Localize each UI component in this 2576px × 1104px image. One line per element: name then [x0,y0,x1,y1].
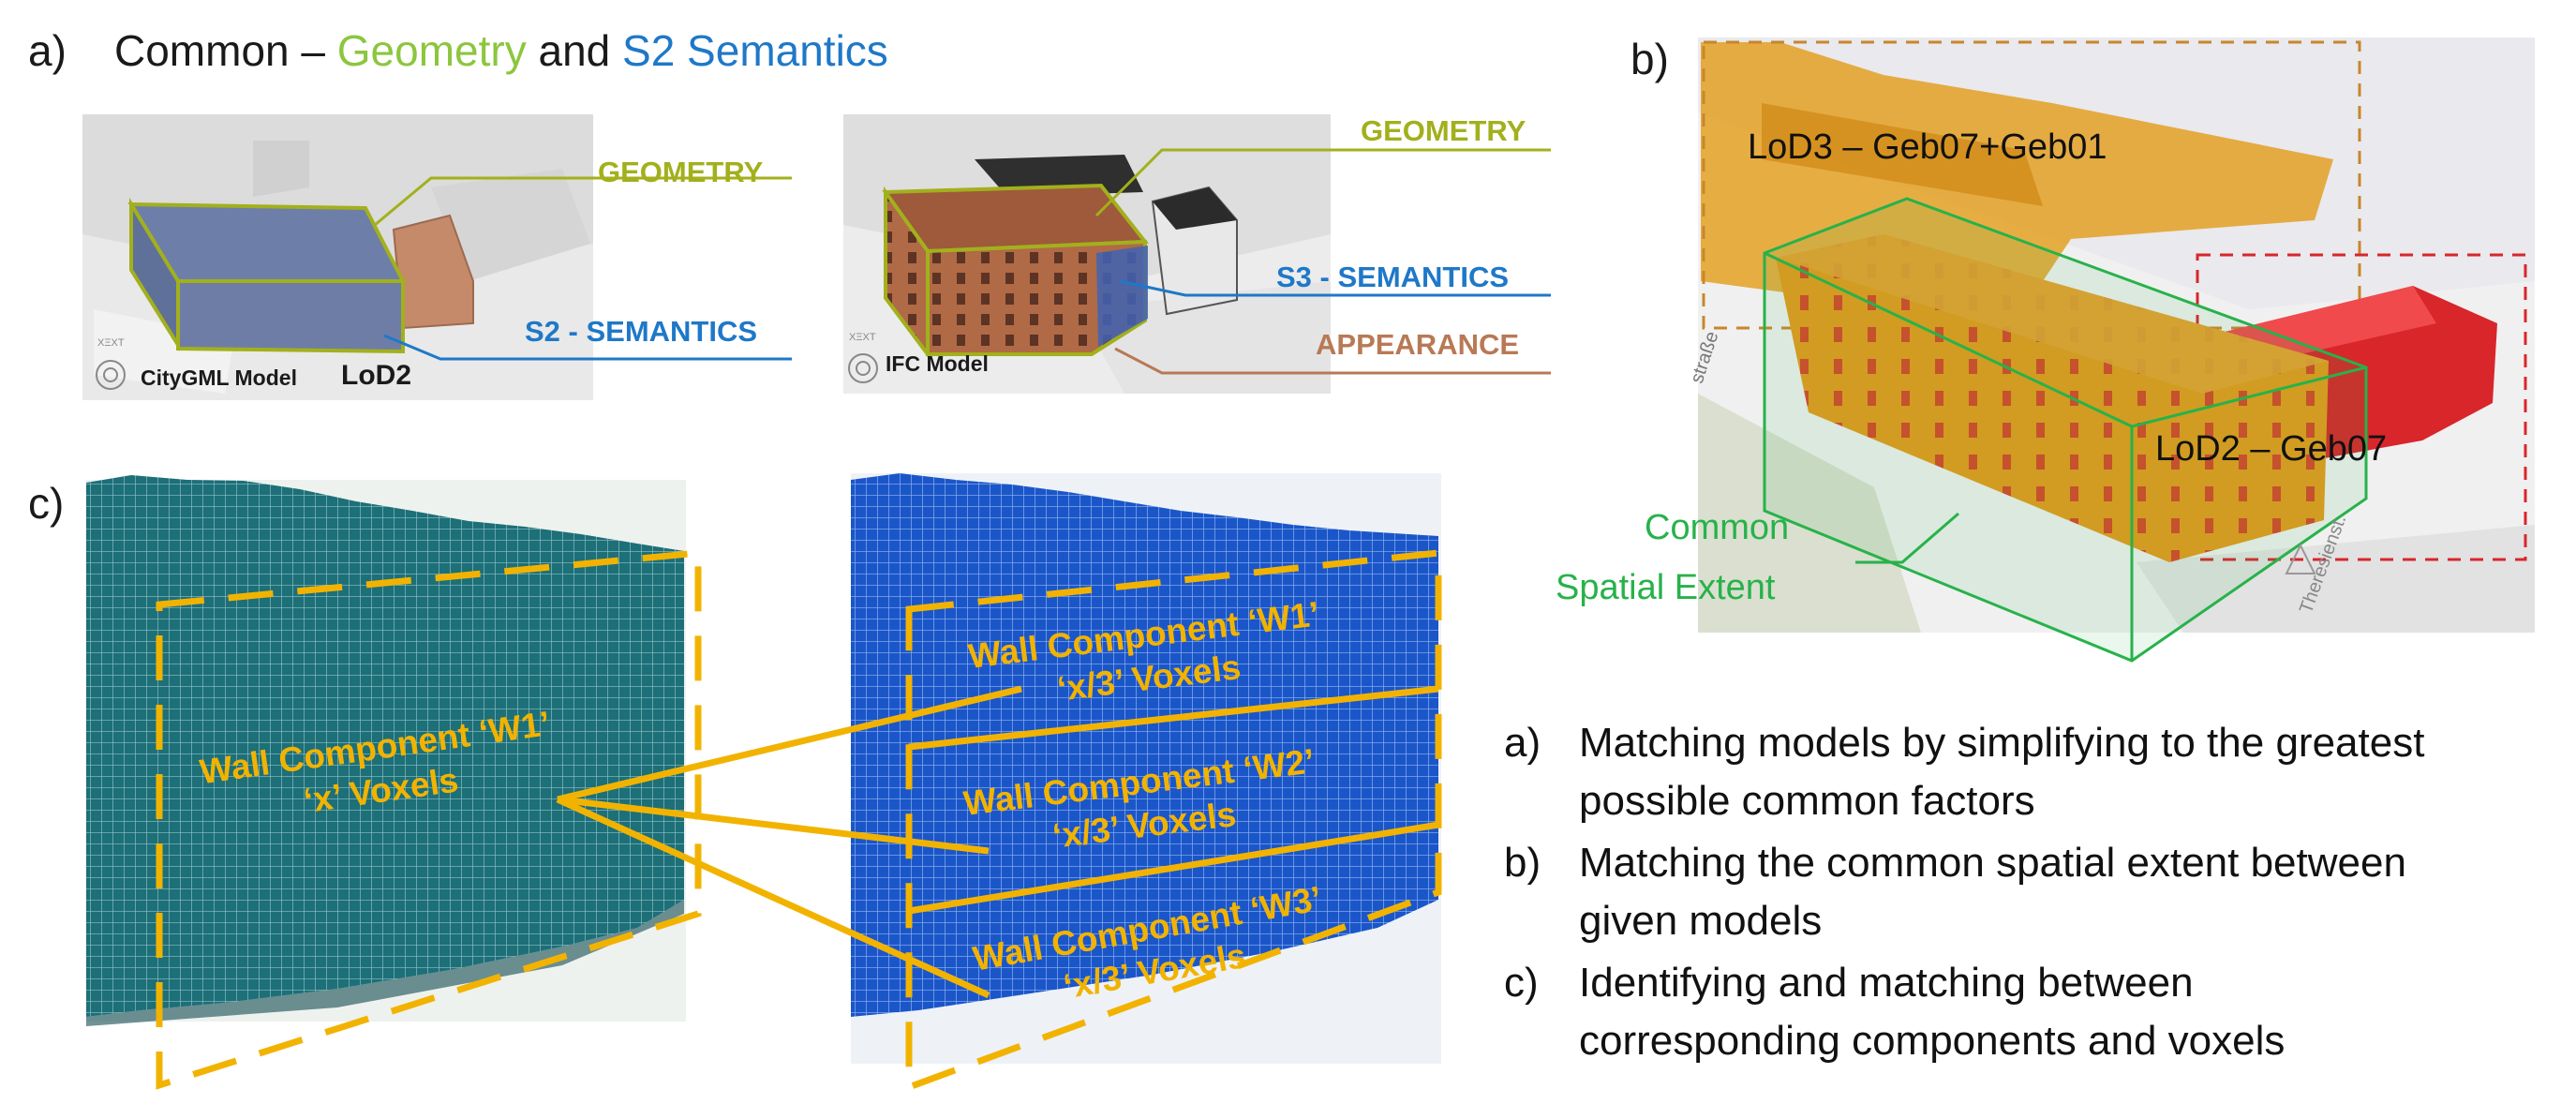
legend-key: b) [1504,840,1541,886]
legend-line: Matching models by simplifying to the gr… [1579,720,2425,766]
ifc-model-label: IFC Model [886,351,989,376]
legend-line: possible common factors [1579,778,2035,824]
panel-a-heading: Common – Geometry and S2 Semantics [114,25,888,76]
north-arrow-icon [2285,543,2316,574]
legend-text: Matching the common spatial extent betwe… [1579,834,2406,950]
heading-geometry: Geometry [336,26,527,75]
heading-semantics: S2 Semantics [622,26,888,75]
heading-prefix: Common – [114,26,337,75]
legend-text: Matching models by simplifying to the gr… [1579,714,2424,830]
ifc-geometry-callout: GEOMETRY [1361,114,1526,147]
lod2-label: LoD2 – Geb07 [2155,429,2388,469]
heading-and: and [526,26,623,75]
voxel-wall-left [86,475,702,1090]
xext-logo-icon: XΞXT [849,332,876,343]
legend-item-a: a) Matching models by simplifying to the… [1504,714,2554,830]
ifc-semantics-callout: S3 - SEMANTICS [1276,261,1510,293]
citygml-lod-label: LoD2 [341,360,411,391]
voxel-wall-right [851,473,1442,1093]
lod3-label: LoD3 – Geb07+Geb01 [1748,127,2107,167]
component-connectors [556,685,1022,999]
citygml-geometry-callout: GEOMETRY [598,156,764,188]
spatial-extent-image [1698,37,2535,663]
legend-key: a) [1504,720,1541,766]
legend-line: given models [1579,898,1823,944]
common-extent-label-line1: Common [1645,508,1790,547]
legend-line: corresponding components and voxels [1579,1018,2286,1064]
xext-logo-icon: XΞXT [97,337,125,349]
citygml-semantics-callout: S2 - SEMANTICS [525,315,758,348]
ifc-appearance-callout: APPEARANCE [1316,328,1520,361]
legend-line: Identifying and matching between [1579,960,2194,1006]
panel-c-label: c) [28,479,65,528]
legend-item-c: c) Identifying and matching between corr… [1504,954,2554,1070]
legend-item-b: b) Matching the common spatial extent be… [1504,834,2554,950]
legend-key: c) [1504,960,1539,1006]
citygml-model-label: CityGML Model [141,366,297,390]
legend-line: Matching the common spatial extent betwe… [1579,840,2406,886]
ifc-image [843,114,1551,394]
panel-b-label: b) [1630,35,1669,83]
panel-a-label: a) [28,26,67,75]
legend-text: Identifying and matching between corresp… [1579,954,2285,1070]
common-extent-label-line2: Spatial Extent [1556,568,1776,607]
citygml-image [82,114,792,400]
